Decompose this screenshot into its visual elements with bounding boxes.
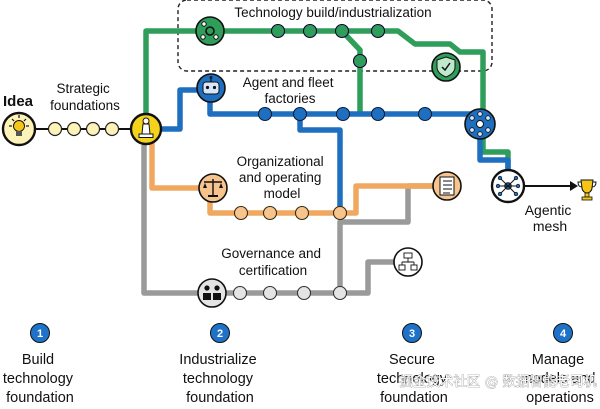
- blue-stations: [257, 106, 433, 122]
- agent-factories-label: Agent and fleet factories: [243, 75, 338, 106]
- stage-1: 1 Build technology foundation: [3, 323, 77, 406]
- tech-build-region: [177, 0, 493, 72]
- stage-4: 4 Manage models and operations: [521, 323, 600, 406]
- svg-text:Industrialize technology: Industrialize technology foundation: [179, 352, 260, 406]
- blue-branch: [297, 114, 343, 213]
- network-gear-icon: [195, 16, 225, 46]
- gray-stations: [232, 285, 348, 301]
- strategic-label: Strategic foundations: [50, 81, 120, 113]
- mesh-network-icon: [490, 168, 526, 204]
- svg-text:Manage models and: Manage models and operations: [521, 352, 600, 406]
- trophy-icon: [577, 179, 597, 201]
- svg-text:3: 3: [409, 328, 415, 340]
- tech-build-label: Technology build/industrialization: [234, 5, 431, 20]
- org-chart-icon: [393, 247, 423, 277]
- svg-text:2: 2: [217, 328, 223, 340]
- stage-3: 3 Secure technology foundation: [377, 323, 451, 406]
- orange-stations: [233, 205, 348, 221]
- idea-stations: [47, 121, 120, 137]
- green-stations: [270, 23, 386, 69]
- arrow-head: [570, 181, 578, 191]
- robot-icon: [196, 73, 226, 103]
- watermark: 掘金技术社区 @ 数据智能老司机: [399, 374, 597, 390]
- governance-label: Governance and certification: [221, 246, 325, 278]
- svg-text:Secure technology: Secure technology foundation: [377, 352, 451, 406]
- chess-pawn-icon: [129, 112, 163, 146]
- stage-2: 2 Industrialize technology foundation: [179, 323, 260, 406]
- svg-text:Build technology f: Build technology foundation: [3, 352, 77, 406]
- idea-label: Idea: [3, 93, 34, 110]
- org-model-label: Organizational and operating model: [237, 154, 328, 201]
- lightbulb-icon: [1, 111, 37, 147]
- scale-icon: [198, 173, 228, 203]
- agentic-mesh-label: Agentic mesh: [525, 202, 576, 234]
- shield-check-icon: [431, 52, 461, 82]
- svg-text:4: 4: [560, 328, 567, 340]
- checklist-icon: [432, 171, 462, 201]
- svg-text:1: 1: [37, 328, 43, 340]
- green-branch: [340, 29, 363, 114]
- hub-network-icon: [464, 108, 496, 140]
- gray-line: [141, 145, 408, 296]
- people-icon: [197, 278, 227, 308]
